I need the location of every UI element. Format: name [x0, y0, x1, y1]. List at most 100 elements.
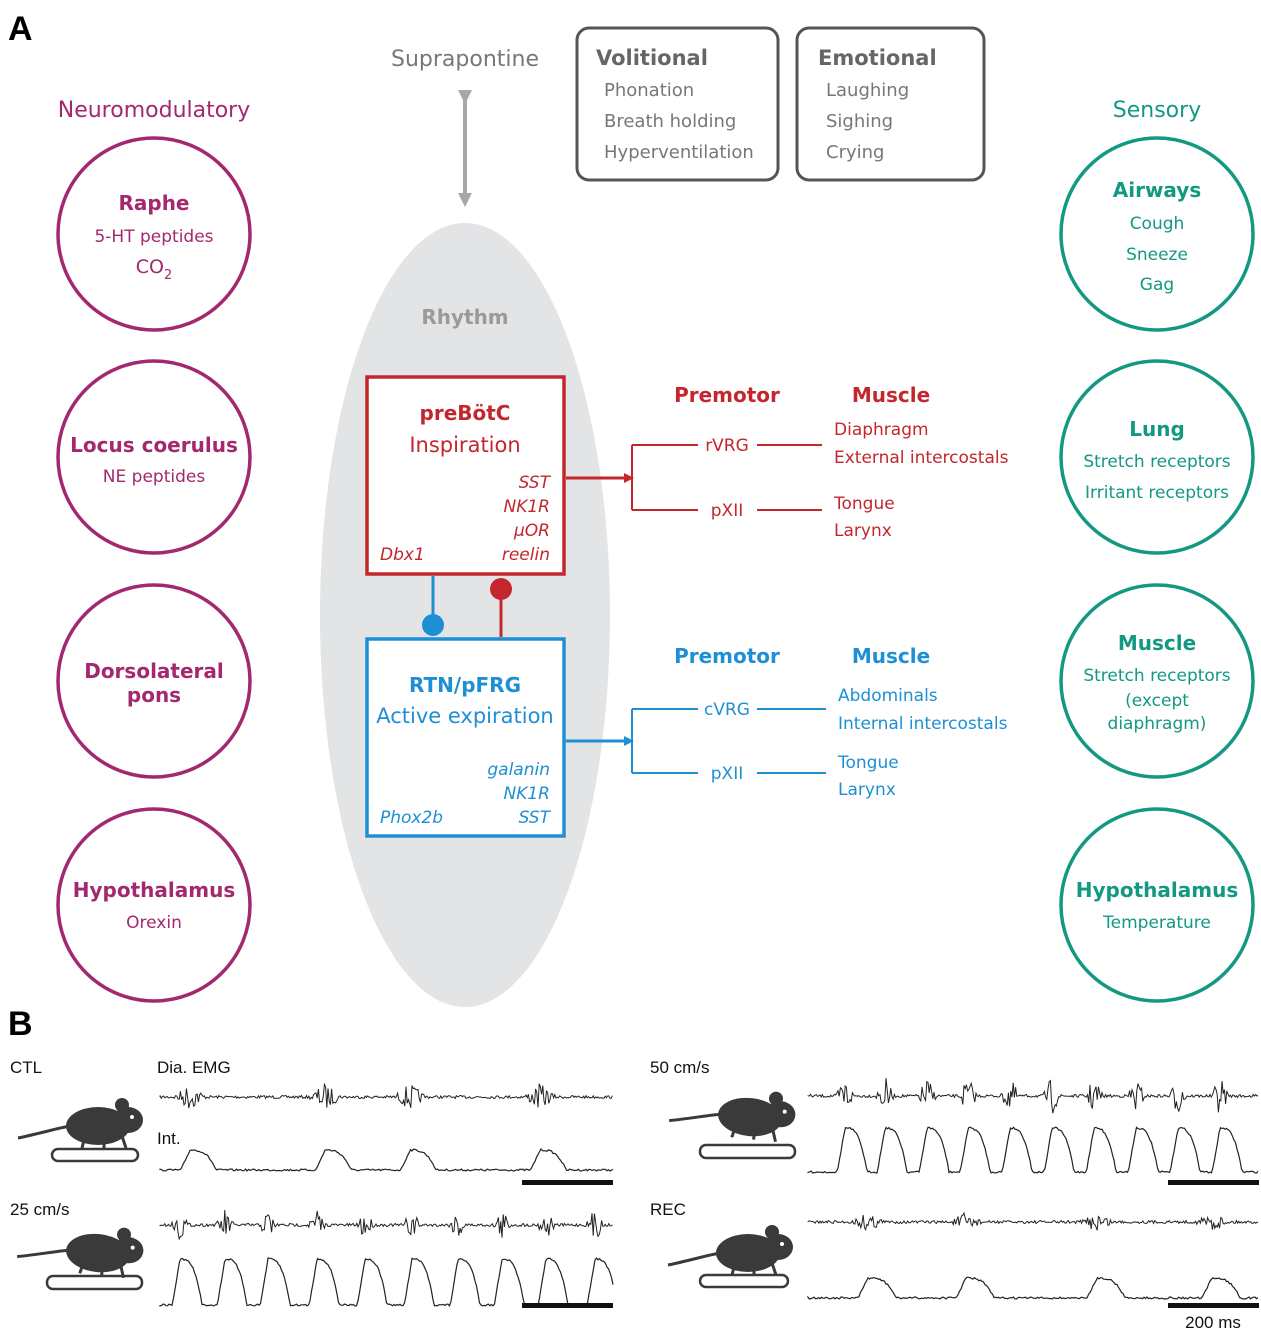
emg-trace-50 [807, 1078, 1259, 1114]
integrated-trace-rec [807, 1276, 1259, 1300]
insp-muscle-item: Tongue [833, 494, 895, 514]
muscle-sensory-item: Stretch receptors [1083, 666, 1230, 686]
exp-premotor-header: Premotor [674, 644, 780, 668]
exp-premotor-item: pXII [711, 764, 743, 784]
airways-item: Cough [1130, 214, 1185, 234]
integrated-trace-50 [807, 1126, 1259, 1174]
condition-label: REC [650, 1200, 686, 1219]
panel-a-label: A [8, 10, 33, 48]
dorsolateral-pons-title: Dorsolateral [84, 659, 224, 683]
hypothalamus-neuromod-circle [56, 807, 252, 1003]
insp-muscle-item: Larynx [834, 521, 892, 541]
emotional-title: Emotional [818, 46, 937, 70]
prebotc-marker: NK1R [504, 497, 551, 517]
insp-muscle-item: Diaphragm [834, 420, 929, 440]
hypothalamus-neuromod-line: Orexin [126, 913, 182, 933]
raphe-co2: CO2 [136, 256, 173, 283]
prebotc-subtitle: Inspiration [409, 433, 520, 457]
insp-premotor-header: Premotor [674, 383, 780, 407]
exp-muscle-item: Internal intercostals [838, 714, 1008, 734]
prebotc-title: preBötC [420, 401, 511, 425]
exp-premotor-item: cVRG [704, 700, 750, 720]
lung-item: Irritant receptors [1085, 483, 1229, 503]
dorsolateral-pons-title: pons [127, 683, 181, 707]
locus-coerulus-title: Locus coerulus [70, 433, 238, 457]
emotional-item: Crying [826, 142, 884, 163]
hypothalamus-sensory-item: Temperature [1102, 913, 1211, 933]
muscle-sensory-item: (except [1125, 691, 1189, 711]
rtn-pfrg-marker: NK1R [504, 784, 551, 804]
neuromodulatory-heading: Neuromodulatory [58, 98, 251, 123]
volitional-item: Phonation [604, 80, 694, 101]
rtn-pfrg-left-marker: Phox2b [380, 808, 443, 828]
scale-bar [1168, 1180, 1259, 1185]
exp-muscle-item: Abdominals [838, 686, 938, 706]
volitional-item: Breath holding [604, 111, 736, 132]
lung-circle [1059, 359, 1255, 555]
prebotc-left-marker: Dbx1 [380, 545, 425, 565]
volitional-box [575, 26, 780, 182]
integrated-label: Int. [157, 1129, 181, 1148]
locus-coerulus-circle [56, 359, 252, 555]
muscle-sensory-item: diaphragm) [1108, 714, 1207, 734]
emg-trace-ctl [159, 1082, 613, 1109]
raphe-title: Raphe [118, 191, 189, 215]
rtn-pfrg-title: RTN/pFRG [409, 673, 521, 697]
mouse-50-icon [666, 1079, 800, 1160]
sensory-heading: Sensory [1113, 98, 1201, 123]
muscle-sensory-circle [1059, 583, 1255, 779]
prebotc-box [365, 375, 566, 576]
hypothalamus-sensory-title: Hypothalamus [1076, 878, 1238, 902]
condition-label: 25 cm/s [10, 1200, 70, 1219]
scale-bar [1168, 1303, 1259, 1308]
rtn-to-prebotc-terminal [422, 614, 444, 636]
exp-muscle-item: Larynx [838, 780, 896, 800]
hypothalamus-neuromod-title: Hypothalamus [73, 878, 235, 902]
condition-label: 50 cm/s [650, 1058, 710, 1077]
prebotc-marker: SST [519, 473, 552, 493]
rtn-pfrg-marker: galanin [487, 760, 550, 780]
integrated-trace-ctl [159, 1147, 614, 1172]
insp-muscle-item: External intercostals [834, 448, 1009, 468]
volitional-item: Hyperventilation [604, 142, 754, 163]
emg-label: Dia. EMG [157, 1058, 231, 1077]
dorsolateral-pons-circle [56, 583, 252, 779]
insp-muscle-header: Muscle [852, 383, 930, 407]
rtn-pfrg-box [365, 637, 566, 838]
rhythm-label: Rhythm [421, 305, 508, 329]
emg-trace-25 [159, 1209, 613, 1241]
lung-title: Lung [1129, 417, 1185, 441]
mouse-rec-icon [666, 1223, 795, 1289]
airways-item: Sneeze [1126, 245, 1188, 265]
exp-muscle-header: Muscle [852, 644, 930, 668]
insp-premotor-item: pXII [711, 501, 743, 521]
rtn-pfrg-marker: SST [519, 808, 552, 828]
prebotc-marker: reelin [502, 545, 550, 565]
airways-title: Airways [1113, 178, 1202, 202]
exp-muscle-item: Tongue [837, 753, 899, 773]
emg-trace-rec [807, 1211, 1259, 1232]
airways-item: Gag [1140, 275, 1174, 295]
emotional-item: Laughing [826, 80, 909, 101]
rtn-pfrg-subtitle: Active expiration [376, 704, 554, 728]
emotional-box [795, 26, 986, 182]
condition-label: CTL [10, 1058, 42, 1077]
scale-bar [522, 1180, 613, 1185]
suprapontine-label: Suprapontine [391, 47, 539, 72]
emotional-item: Sighing [826, 111, 893, 132]
locus-coerulus-line: NE peptides [103, 467, 206, 487]
rhythm-ellipse [320, 223, 610, 1007]
prebotc-marker: μOR [513, 521, 550, 541]
mouse-25-icon [14, 1215, 148, 1291]
integrated-trace-25 [159, 1257, 614, 1307]
scale-bar [522, 1303, 613, 1308]
muscle-sensory-title: Muscle [1118, 631, 1196, 655]
airways-circle [1059, 136, 1255, 332]
panel-b-label: B [8, 1005, 33, 1043]
scale-bar-label: 200 ms [1185, 1313, 1241, 1332]
hypothalamus-sensory-circle [1059, 807, 1255, 1003]
raphe-line: 5-HT peptides [94, 227, 213, 247]
mouse-ctl-icon [16, 1096, 145, 1163]
lung-item: Stretch receptors [1083, 452, 1230, 472]
